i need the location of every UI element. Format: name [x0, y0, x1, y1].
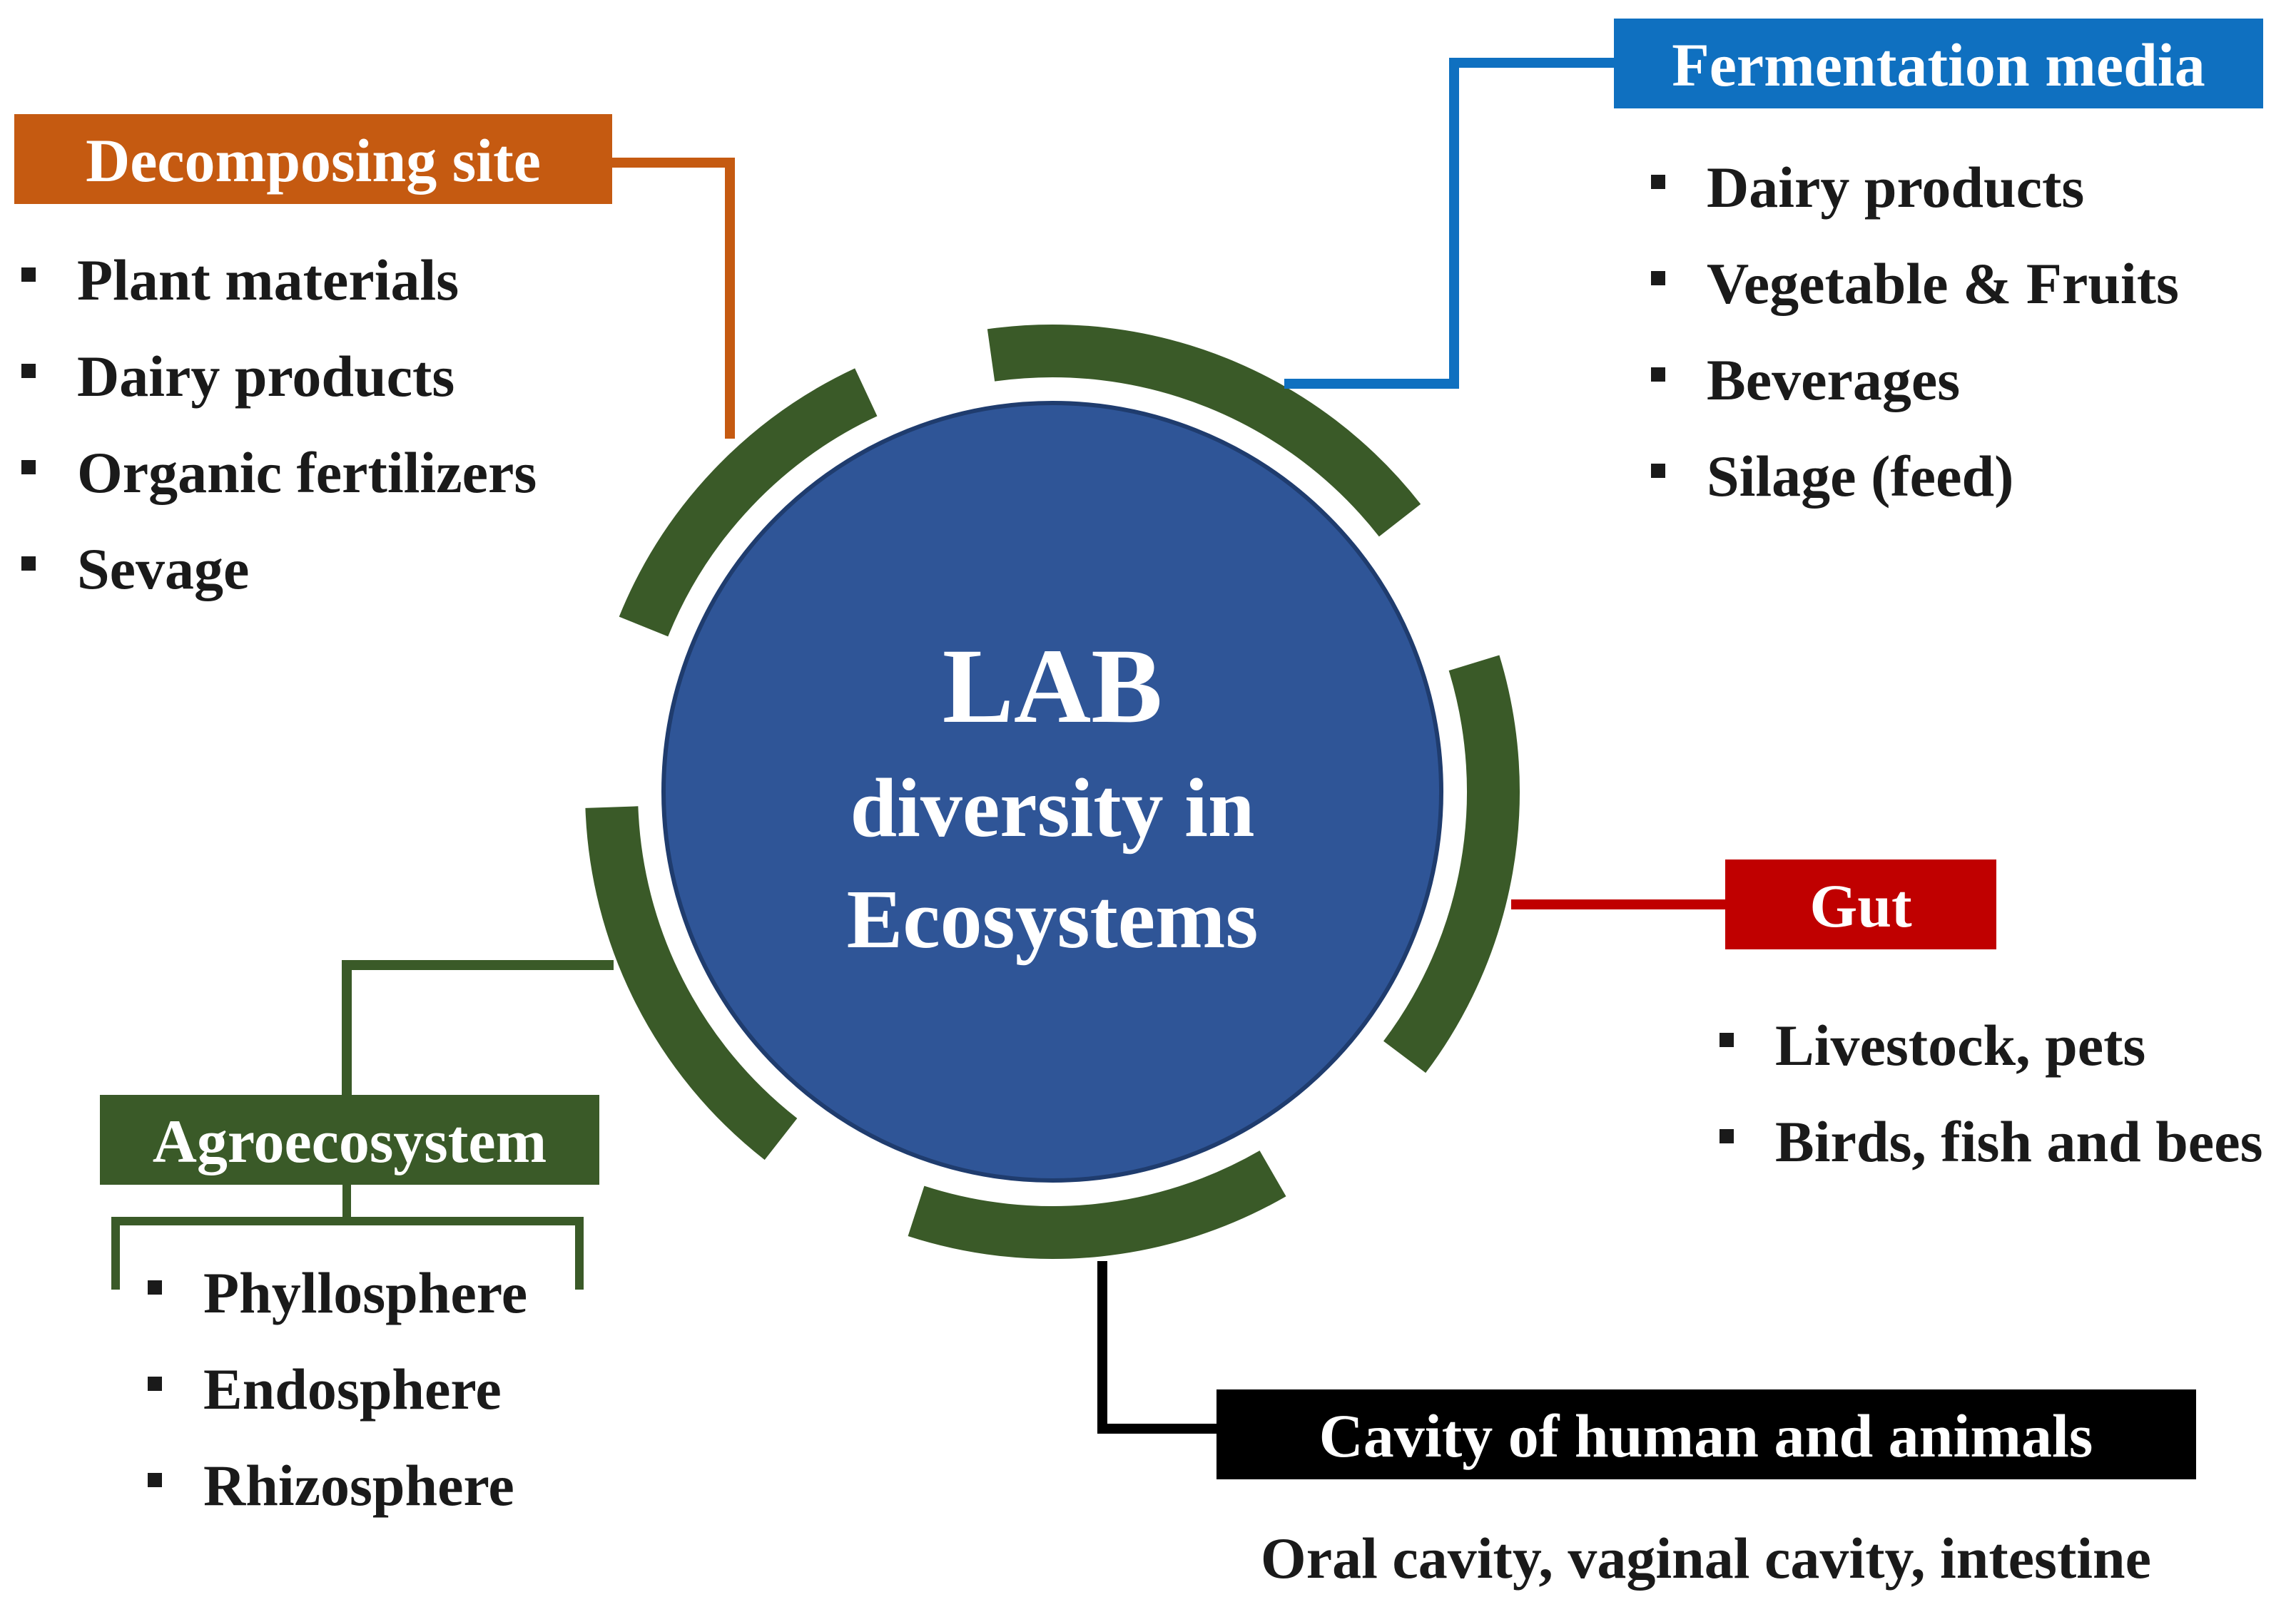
gut-item: Birds, fish and bees	[1775, 1109, 2263, 1174]
bullet-icon	[21, 364, 36, 378]
center-title-line3: Ecosystems	[847, 872, 1259, 966]
fermentation-header-box	[1614, 19, 2263, 108]
ring-arcs	[585, 325, 1520, 1259]
decomposing-connector	[610, 158, 735, 439]
gut-title: Gut	[1809, 872, 1912, 940]
ring-arc-segment	[585, 806, 798, 1160]
gut-item: Livestock, pets	[1775, 1013, 2145, 1078]
agro-title: Agroecosystem	[153, 1107, 547, 1175]
center-title-line2: diversity in	[850, 761, 1254, 855]
cavity-description: Oral cavity, vaginal cavity, intestine	[1261, 1526, 2151, 1591]
fermentation-item: Dairy products	[1707, 155, 2084, 220]
center-title-line1: LAB	[943, 627, 1162, 745]
ring-arc-segment	[908, 1151, 1286, 1259]
bullet-icon	[1651, 271, 1665, 285]
decomposing-item: Sevage	[77, 536, 249, 601]
bullet-icon	[148, 1473, 162, 1487]
cavity-header-box	[1216, 1389, 2196, 1479]
fermentation-item: Silage (feed)	[1707, 444, 2013, 509]
ring-arc-segment	[1383, 655, 1520, 1073]
bullet-icon	[21, 556, 36, 571]
decomposing-item: Plant materials	[77, 248, 459, 312]
bullet-icon	[21, 267, 36, 282]
agro-header-box	[100, 1095, 599, 1185]
cavity-connector	[1097, 1261, 1220, 1434]
agro-item: Phyllosphere	[203, 1260, 527, 1325]
fermentation-item: Vegetable & Fruits	[1707, 251, 2179, 316]
bullet-icon	[1651, 464, 1665, 478]
agro-list: Phyllosphere Endosphere Rhizosphere	[148, 1260, 527, 1518]
bullet-icon	[148, 1280, 162, 1295]
agro-item: Rhizosphere	[203, 1453, 514, 1518]
decomposing-header-box	[14, 114, 612, 204]
gut-list: Livestock, pets Birds, fish and bees	[1720, 1013, 2263, 1174]
decomposing-item: Organic fertilizers	[77, 440, 537, 505]
fermentation-item: Beverages	[1707, 347, 1960, 412]
bullet-icon	[1651, 367, 1665, 382]
fermentation-connector	[1284, 58, 1616, 389]
bullet-icon	[148, 1377, 162, 1391]
ring-arc-segment	[619, 368, 878, 637]
bullet-icon	[1720, 1129, 1734, 1143]
fermentation-list: Dairy products Vegetable & Fruits Bevera…	[1651, 155, 2179, 509]
gut-header-box	[1725, 859, 1996, 949]
decomposing-item: Dairy products	[77, 344, 454, 409]
cavity-title: Cavity of human and animals	[1319, 1402, 2093, 1470]
bullet-icon	[1720, 1033, 1734, 1047]
ring-arc-segment	[987, 325, 1421, 537]
bullet-icon	[1651, 175, 1665, 189]
agro-bracket	[111, 1185, 584, 1290]
center-circle	[661, 401, 1443, 1183]
decomposing-list: Plant materials Dairy products Organic f…	[21, 248, 537, 601]
agro-item: Endosphere	[203, 1357, 502, 1422]
agro-connector	[342, 960, 614, 1097]
bullet-icon	[21, 460, 36, 474]
fermentation-title: Fermentation media	[1672, 31, 2205, 99]
decomposing-title: Decomposing site	[86, 126, 541, 195]
